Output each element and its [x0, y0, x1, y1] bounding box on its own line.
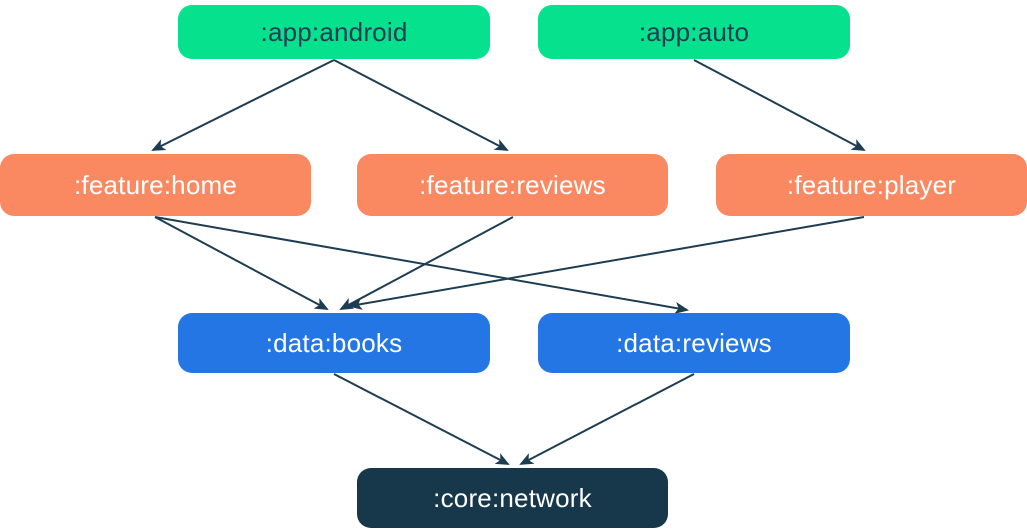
node-label: :data:books	[265, 327, 403, 358]
node-data-reviews: :data:reviews	[538, 313, 850, 373]
edge-app-android-to-feature-reviews	[333, 59, 509, 151]
edge-feature-home-to-data-books	[154, 216, 329, 310]
node-label: :feature:player	[786, 169, 957, 200]
edge-app-android-to-feature-home	[151, 59, 335, 151]
node-label: :feature:home	[73, 169, 238, 200]
node-data-books: :data:books	[178, 313, 490, 373]
edge-app-auto-to-feature-player	[693, 59, 866, 151]
node-label: :data:reviews	[616, 327, 772, 358]
node-label: :core:network	[433, 482, 592, 513]
node-app-android: :app:android	[178, 5, 490, 59]
node-label: :app:auto	[638, 16, 750, 47]
node-app-auto: :app:auto	[538, 5, 850, 59]
edge-data-books-to-core-network	[333, 373, 510, 465]
edge-feature-reviews-to-data-books	[339, 216, 514, 310]
node-label: :feature:reviews	[419, 169, 606, 200]
edge-data-reviews-to-core-network	[519, 373, 695, 465]
node-feature-reviews: :feature:reviews	[357, 154, 668, 216]
node-label: :app:android	[260, 16, 408, 47]
node-core-network: :core:network	[357, 468, 668, 528]
edge-feature-player-to-data-books	[348, 216, 865, 310]
edge-feature-home-to-data-reviews	[154, 216, 689, 314]
node-feature-player: :feature:player	[716, 154, 1027, 216]
node-feature-home: :feature:home	[0, 154, 311, 216]
